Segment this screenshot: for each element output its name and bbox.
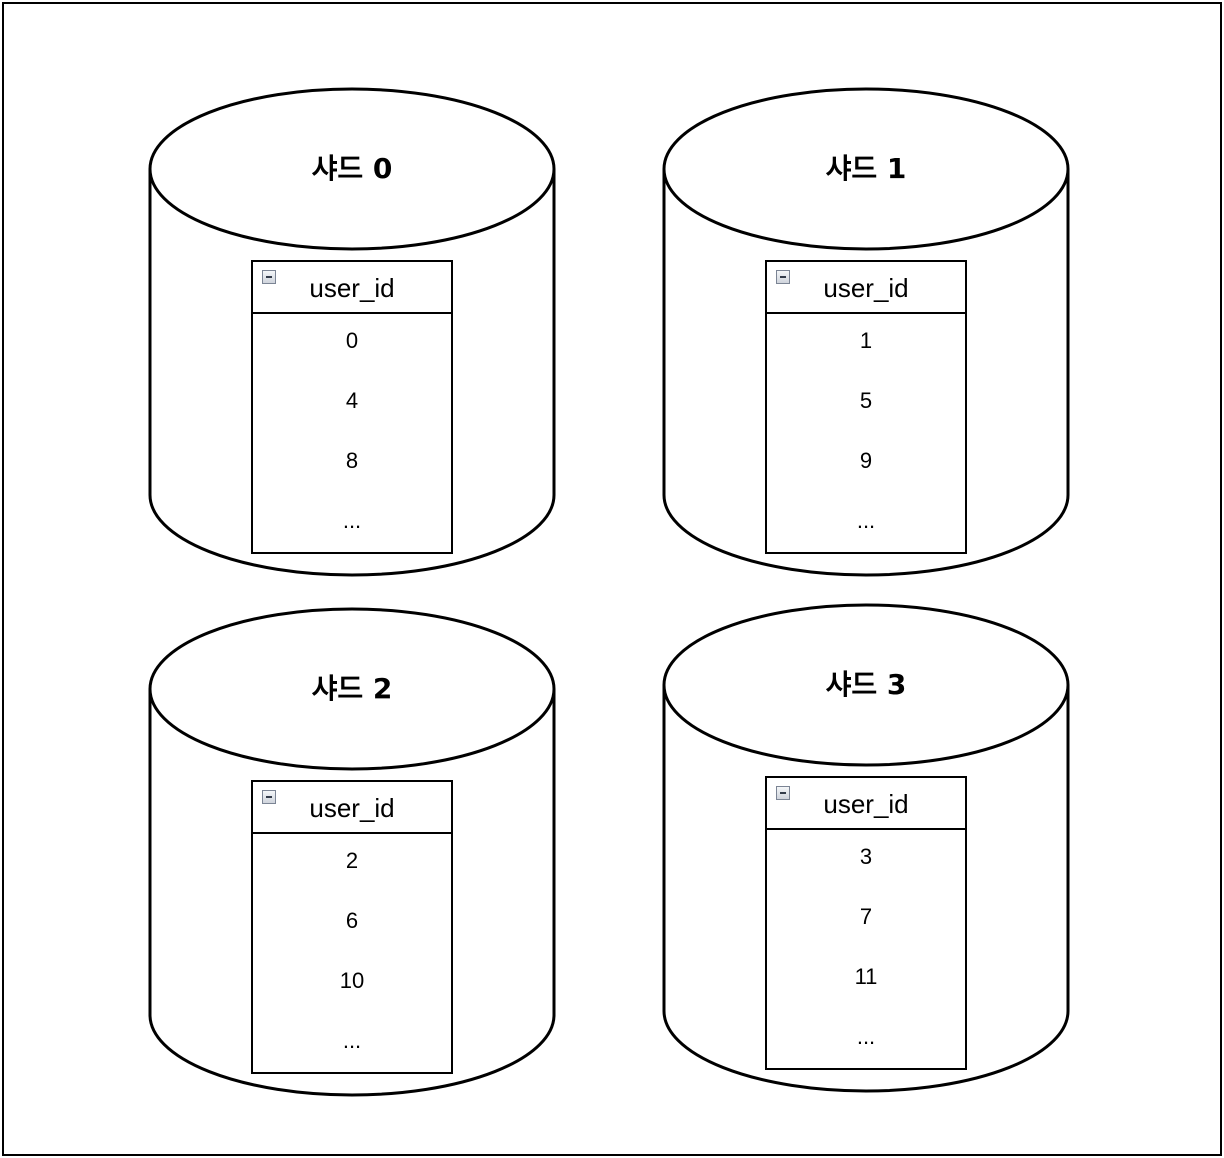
- table-body: 1 5 9 ...: [767, 314, 965, 552]
- shard-cylinder: 샤드 3 user_id 3 7 11 ...: [661, 603, 1071, 1093]
- table-row: 8: [345, 448, 359, 473]
- table-header: user_id: [253, 262, 451, 314]
- table-row: 7: [859, 904, 873, 929]
- collapse-icon[interactable]: [262, 790, 276, 804]
- user-table: user_id 3 7 11 ...: [765, 776, 967, 1070]
- table-row: 3: [859, 844, 873, 869]
- table-header-label: user_id: [823, 789, 909, 819]
- collapse-icon[interactable]: [776, 270, 790, 284]
- table-row: ...: [856, 1024, 876, 1049]
- table-body: 0 4 8 ...: [253, 314, 451, 552]
- table-row: ...: [342, 1028, 362, 1053]
- table-header-label: user_id: [309, 793, 395, 823]
- shard-cylinder: 샤드 0 user_id 0 4 8 ...: [147, 87, 557, 577]
- table-header-label: user_id: [823, 273, 909, 303]
- table-row: 11: [854, 964, 878, 989]
- user-table: user_id 0 4 8 ...: [251, 260, 453, 554]
- collapse-icon[interactable]: [262, 270, 276, 284]
- shard-title: 샤드 3: [825, 668, 907, 701]
- user-table: user_id 1 5 9 ...: [765, 260, 967, 554]
- shard-cylinder: 샤드 1 user_id 1 5 9 ...: [661, 87, 1071, 577]
- shard-title: 샤드 2: [311, 672, 393, 705]
- table-header-label: user_id: [309, 273, 395, 303]
- user-table: user_id 2 6 10 ...: [251, 780, 453, 1074]
- collapse-icon[interactable]: [776, 786, 790, 800]
- table-header: user_id: [253, 782, 451, 834]
- table-row: 9: [859, 448, 873, 473]
- table-header: user_id: [767, 262, 965, 314]
- table-row: 0: [345, 328, 359, 353]
- table-row: 4: [345, 388, 359, 413]
- table-row: 6: [345, 908, 359, 933]
- table-row: 5: [859, 388, 873, 413]
- shard-title: 샤드 1: [825, 152, 907, 185]
- table-row: ...: [856, 508, 876, 533]
- table-row: 10: [339, 968, 365, 993]
- table-header: user_id: [767, 778, 965, 830]
- shard-cylinder: 샤드 2 user_id 2 6 10 ...: [147, 607, 557, 1097]
- shard-title: 샤드 0: [311, 152, 393, 185]
- table-row: ...: [342, 508, 362, 533]
- table-body: 2 6 10 ...: [253, 834, 451, 1072]
- table-body: 3 7 11 ...: [767, 830, 965, 1068]
- table-row: 1: [859, 328, 873, 353]
- table-row: 2: [345, 848, 359, 873]
